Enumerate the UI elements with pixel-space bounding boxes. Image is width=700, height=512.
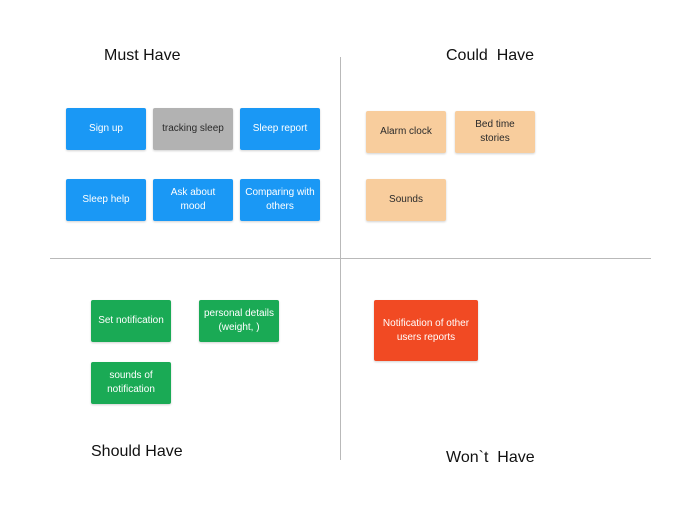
card-notification-of-other-users-reports[interactable]: Notification of other users reports	[374, 300, 478, 361]
card-sounds[interactable]: Sounds	[366, 179, 446, 221]
card-sign-up[interactable]: Sign up	[66, 108, 146, 150]
card-comparing-with-others[interactable]: Comparing with others	[240, 179, 320, 221]
card-bed-time-stories[interactable]: Bed time stories	[455, 111, 535, 153]
card-personal-details[interactable]: personal details (weight, )	[199, 300, 279, 342]
must-have-heading: Must Have	[104, 47, 181, 64]
card-alarm-clock[interactable]: Alarm clock	[366, 111, 446, 153]
horizontal-divider	[50, 258, 651, 259]
card-sounds-of-notification[interactable]: sounds of notification	[91, 362, 171, 404]
could-have-heading: Could Have	[446, 47, 535, 64]
card-tracking-sleep[interactable]: tracking sleep	[153, 108, 233, 150]
card-set-notification[interactable]: Set notification	[91, 300, 171, 342]
card-sleep-help[interactable]: Sleep help	[66, 179, 146, 221]
should-have-heading: Should Have	[91, 443, 183, 460]
card-sleep-report[interactable]: Sleep report	[240, 108, 320, 150]
wont-have-heading: Won`t Have	[446, 449, 535, 466]
card-ask-about-mood[interactable]: Ask about mood	[153, 179, 233, 221]
